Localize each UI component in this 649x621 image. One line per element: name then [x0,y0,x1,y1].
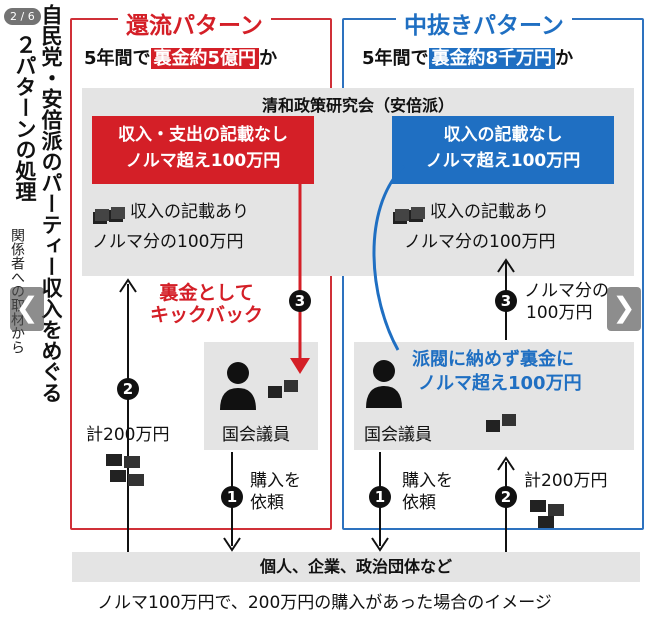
right-summary: 5年間で裏金約8千万円か [362,48,574,69]
next-slide-button[interactable]: ❯ [607,287,641,331]
page-title: 自民党・安倍派のパーティー収入をめぐる [39,4,63,403]
right-step-2-marker: 2 [495,486,517,508]
left-total-label: 計200万円 [86,425,170,445]
caption: ノルマ100万円で、200万円の購入があった場合のイメージ [97,593,552,613]
money-stack-icon [92,204,126,230]
right-total-label: 計200万円 [524,471,608,491]
person-silhouette-icon [218,360,258,414]
right-member-label: 国会議員 [364,425,432,445]
right-recorded-note: 収入の記載あり [430,202,549,222]
money-stack-icon [528,496,570,536]
right-faction-skim-label: 派閥に納めず裏金に ノルマ超え100万円 [412,349,582,394]
page-subtitle: ２パターンの処理 [13,34,37,202]
person-silhouette-icon [364,358,404,412]
left-unrecorded-box: 収入・支出の記載なし ノルマ超え100万円 [92,116,314,184]
skimming-pattern-heading: 中抜きパターン [396,6,572,40]
kickback-pattern-heading: 還流パターン [118,6,271,40]
right-recorded-amount: ノルマ分の100万円 [404,232,556,252]
right-step3-label: ノルマ分の 100万円 [524,281,609,323]
money-stack-icon [484,410,518,440]
money-stack-icon [104,450,146,494]
left-summary: 5年間で裏金約5億円か [84,48,278,69]
prev-slide-button[interactable]: ❮ [10,287,44,331]
left-request-label: 購入を 依頼 [250,471,301,513]
left-step-1-marker: 1 [221,486,243,508]
left-step-3-marker: 3 [289,290,311,312]
buyers-bar: 個人、企業、政治団体など [72,552,640,582]
left-step-2-marker: 2 [117,378,139,400]
left-summary-amount: 裏金約5億円 [150,48,260,69]
right-unrecorded-box: 収入の記載なし ノルマ超え100万円 [392,116,614,184]
right-step-1-marker: 1 [369,486,391,508]
faction-title: 清和政策研究会（安倍派） [261,96,454,115]
money-stack-icon [392,204,426,230]
left-recorded-note: 収入の記載あり [130,202,249,222]
slide-counter: 2 / 6 [4,8,41,25]
right-step-3-marker: 3 [495,290,517,312]
left-member-label: 国会議員 [222,425,290,445]
right-summary-amount: 裏金約8千万円 [428,48,556,69]
right-request-label: 購入を 依頼 [402,471,453,513]
left-recorded-amount: ノルマ分の100万円 [92,232,244,252]
kickback-label: 裏金として キックバック [150,282,264,326]
money-stack-icon [266,376,300,406]
